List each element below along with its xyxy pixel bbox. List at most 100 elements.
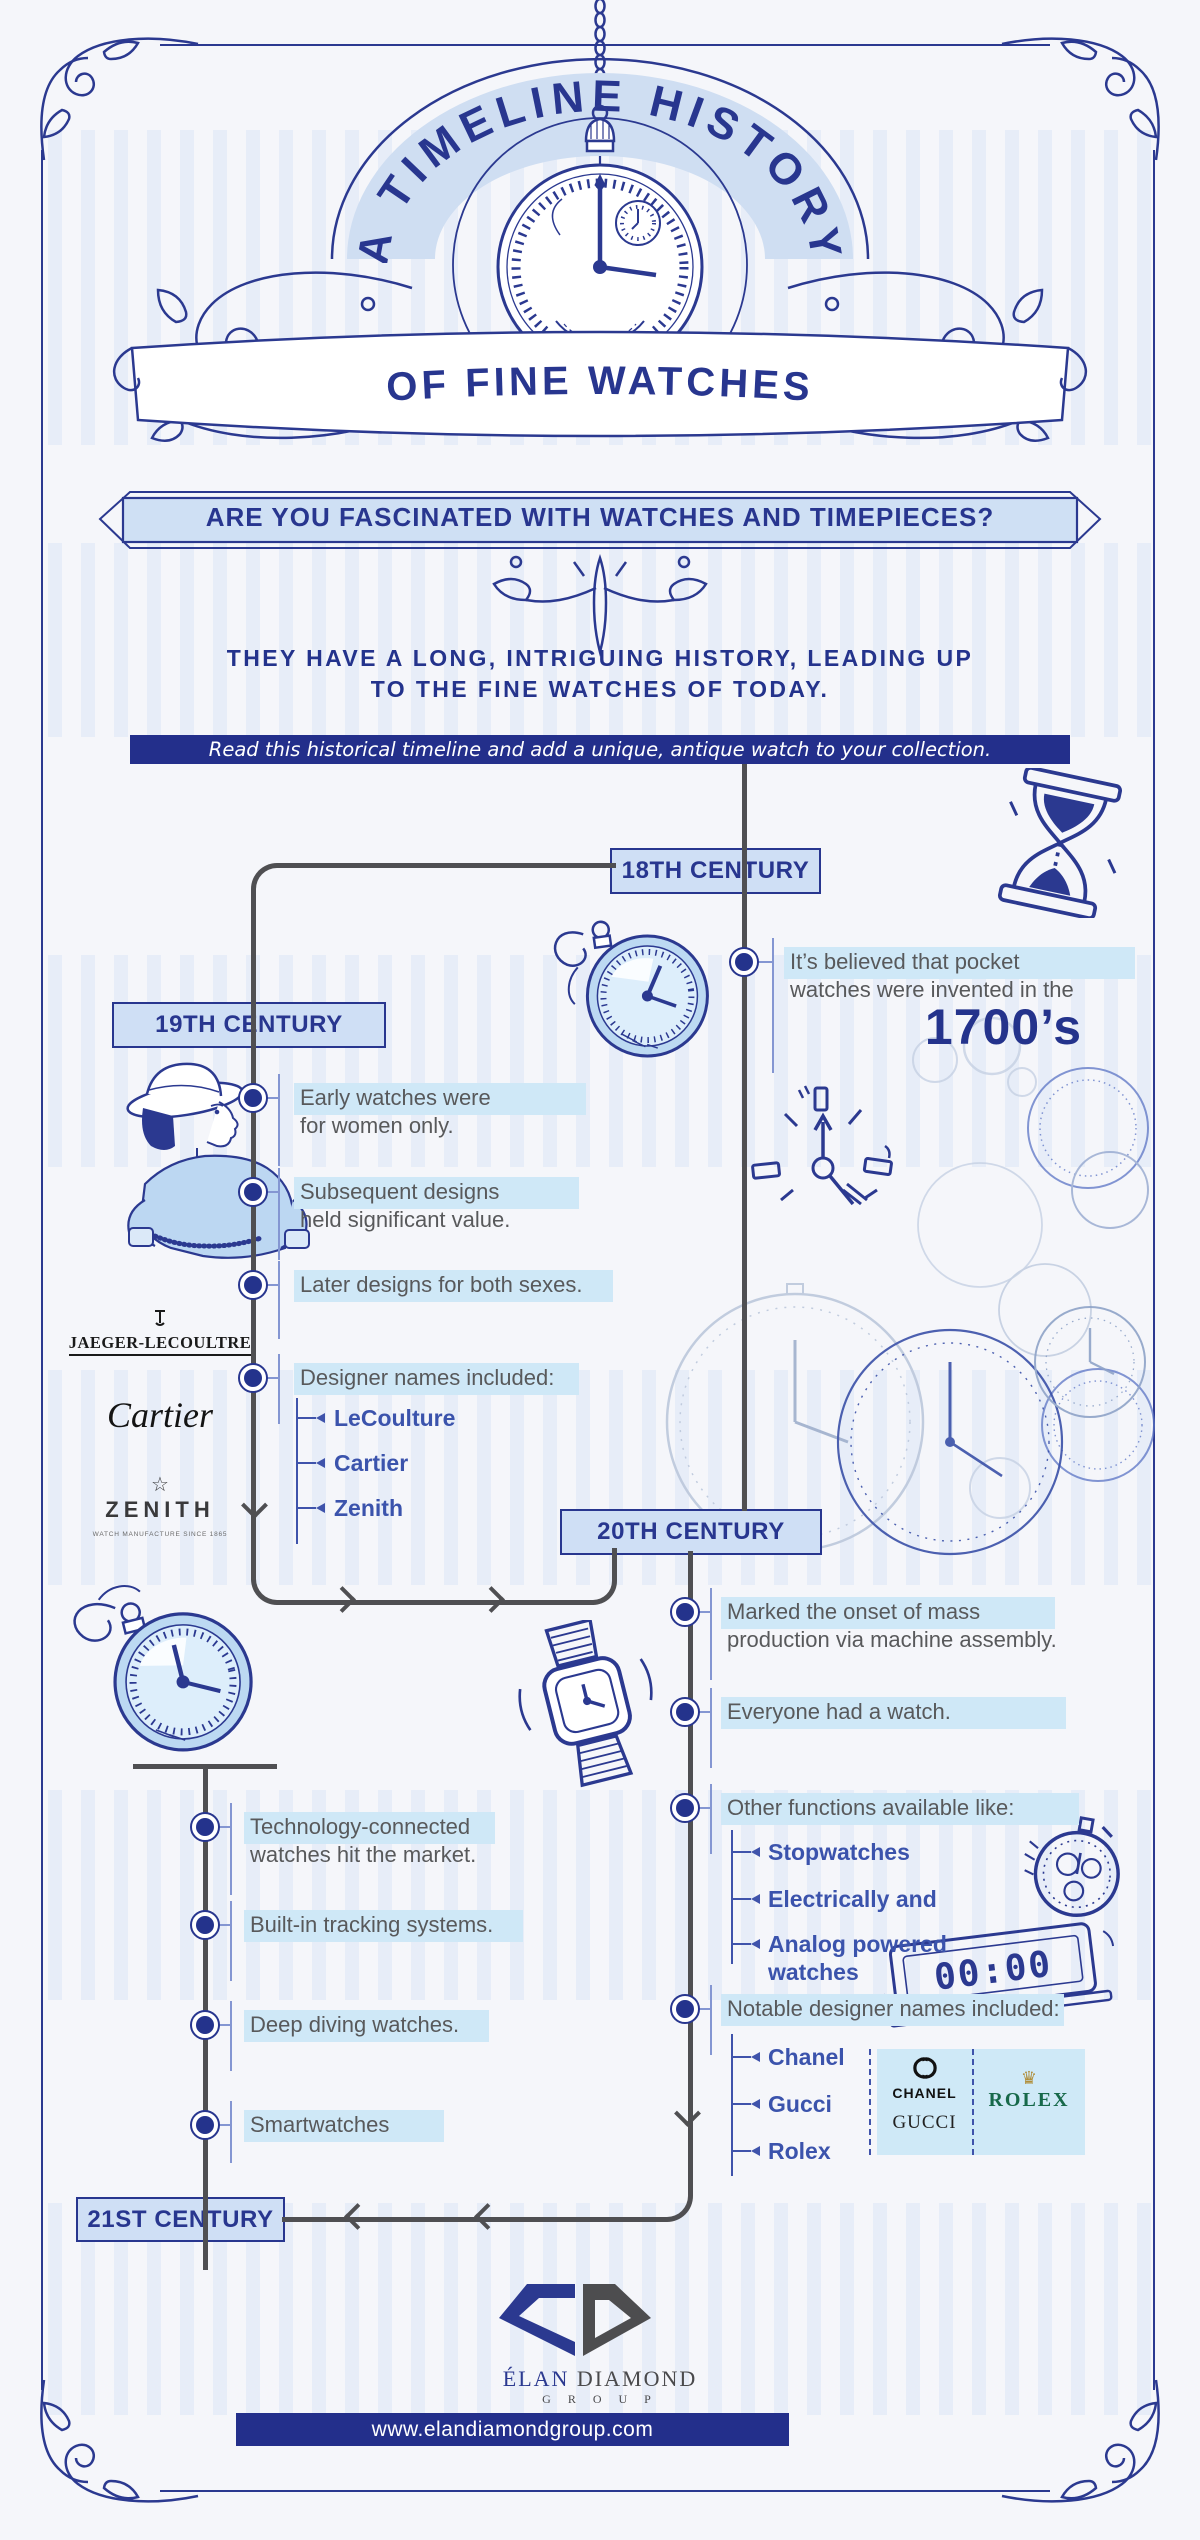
- wristwatch-square-icon: [518, 1620, 653, 1788]
- panel-divider: [869, 2049, 871, 2155]
- sub-line: Analog powered: [768, 1931, 947, 1957]
- item-rule: [230, 1803, 232, 1895]
- corner-flourish-icon: [40, 37, 199, 161]
- border-bottom: [160, 2490, 1050, 2492]
- timeline-dot: [190, 2010, 220, 2040]
- logo-chanel-gucci: CHANEL GUCCI: [877, 2056, 972, 2134]
- function-stopwatches: Stopwatches: [768, 1839, 910, 1865]
- brand-diamond: DIAMOND: [576, 2366, 698, 2391]
- clock-doodle-icon: [751, 1085, 893, 1206]
- sublist-branch: [733, 2150, 751, 2152]
- item-rule: [710, 1688, 712, 1768]
- dot-connector: [267, 1377, 278, 1379]
- ribbon-banner: OF FINE WATCHES: [112, 330, 1088, 438]
- item-line: Later designs for both sexes.: [294, 1270, 613, 1302]
- timeline-item: Designer names included:: [294, 1363, 580, 1395]
- intro-line-1: THEY HAVE A LONG, INTRIGUING HISTORY, LE…: [226, 645, 974, 671]
- panel-divider: [972, 2049, 974, 2155]
- timeline-item: Subsequent designs held significant valu…: [294, 1177, 580, 1234]
- logo-zenith: ☆ ZENITH WATCH MANUFACTURE SINCE 1865: [60, 1472, 260, 1541]
- timeline-dot: [190, 2110, 220, 2140]
- sublist-branch: [733, 2056, 751, 2058]
- item-rule: [230, 2101, 232, 2163]
- leaf-sprig-icon: [492, 554, 708, 657]
- timeline-item: Marked the onset of mass production via …: [721, 1597, 1057, 1654]
- sublist-arrow-icon: [316, 1413, 325, 1423]
- timeline-item: Deep diving watches.: [244, 2010, 490, 2042]
- designer-rolex: Rolex: [768, 2138, 831, 2164]
- website-bar[interactable]: www.elandiamondgroup.com: [236, 2413, 789, 2446]
- sublist-arrow-icon: [316, 1503, 325, 1513]
- label-21st-century: 21ST CENTURY: [76, 2197, 285, 2242]
- timeline-dot: [670, 1697, 700, 1727]
- item-line: Deep diving watches.: [244, 2010, 490, 2042]
- timeline-item: Technology-connected watches hit the mar…: [244, 1812, 496, 1869]
- label-19th-text: 19TH CENTURY: [155, 1011, 343, 1038]
- cartier-text: Cartier: [106, 1395, 213, 1435]
- digital-clock-icon: 00:00: [883, 1922, 1115, 2028]
- designer-cartier: Cartier: [334, 1450, 409, 1476]
- ribbon-title-text: OF FINE WATCHES: [385, 359, 811, 410]
- designer-chanel: Chanel: [768, 2044, 845, 2070]
- dot-connector: [219, 1826, 230, 1828]
- timeline-item: Notable designer names included:: [721, 1994, 1064, 2026]
- brand-elan: ÉLAN: [502, 2366, 570, 2391]
- timeline-item: Other functions available like:: [721, 1793, 1080, 1825]
- website-url[interactable]: www.elandiamondgroup.com: [371, 2417, 654, 2441]
- rail-branch-19th: [250, 863, 616, 1580]
- timeline-dot: [238, 1083, 268, 1113]
- sublist-arrow-icon: [751, 1939, 760, 1949]
- rail-19th-bottom-curve: [250, 1520, 594, 1605]
- item-line: Subsequent designs: [294, 1177, 580, 1209]
- dot-connector: [267, 1097, 278, 1099]
- sublist-branch: [298, 1462, 316, 1464]
- zenith-text: ZENITH: [105, 1497, 215, 1522]
- item-line: for women only.: [300, 1113, 454, 1138]
- question-banner-shape: [98, 491, 1102, 549]
- dot-connector: [699, 1611, 710, 1613]
- sublist-branch: [733, 1943, 751, 1945]
- timeline-dot: [190, 1910, 220, 1940]
- timeline-dot: [670, 1597, 700, 1627]
- timeline-item: Later designs for both sexes.: [294, 1270, 613, 1302]
- item-line: Early watches were: [294, 1083, 586, 1115]
- timeline-item: Everyone had a watch.: [721, 1697, 1066, 1729]
- item-rule: [710, 1985, 712, 2055]
- timeline-item: Built-in tracking systems.: [244, 1910, 524, 1942]
- item-rule: [278, 1261, 280, 1339]
- sublist-arrow-icon: [751, 1847, 760, 1857]
- question-banner-text: ARE YOU FASCINATED WITH WATCHES AND TIME…: [205, 502, 995, 532]
- sublist-rule: [731, 2034, 733, 2176]
- item-rule: [230, 2001, 232, 2071]
- label-19th-century: 19TH CENTURY: [112, 1002, 386, 1048]
- sublist-arrow-icon: [316, 1458, 325, 1468]
- rail-19th-to-20th: [588, 1548, 617, 1605]
- hourglass-icon: [997, 768, 1123, 918]
- dot-connector: [699, 1711, 710, 1713]
- sublist-branch: [733, 2103, 751, 2105]
- chanel-cc-icon: [912, 2057, 937, 2079]
- border-right: [1153, 150, 1155, 2390]
- cta-bar: Read this historical timeline and add a …: [130, 735, 1070, 764]
- brand-name: ÉLAN DIAMOND: [0, 2366, 1200, 2392]
- function-analog: Analog powered watches: [768, 1930, 947, 1986]
- dot-connector: [267, 1284, 278, 1286]
- timeline-item: Smartwatches: [244, 2110, 445, 2142]
- chanel-text: CHANEL: [892, 2085, 957, 2101]
- timeline-dot: [670, 1793, 700, 1823]
- rolex-text: ROLEX: [988, 2089, 1070, 2111]
- timeline-item: Early watches were for women only.: [294, 1083, 586, 1140]
- item-rule: [710, 1588, 712, 1680]
- item-line: Designer names included:: [294, 1363, 580, 1395]
- dot-connector: [758, 961, 772, 963]
- item-rule: [278, 1354, 280, 1424]
- logo-jaeger-lecoultre: JAEGER-LECOULTRE: [60, 1308, 260, 1356]
- sublist-arrow-icon: [751, 2099, 760, 2109]
- logo-cartier: Cartier: [60, 1394, 260, 1436]
- sublist-branch: [298, 1507, 316, 1509]
- zenith-tagline: WATCH MANUFACTURE SINCE 1865: [92, 1531, 228, 1538]
- dot-connector: [219, 1924, 230, 1926]
- stopwatch-icon: [1024, 1816, 1120, 1918]
- sub-line: watches: [768, 1959, 859, 1985]
